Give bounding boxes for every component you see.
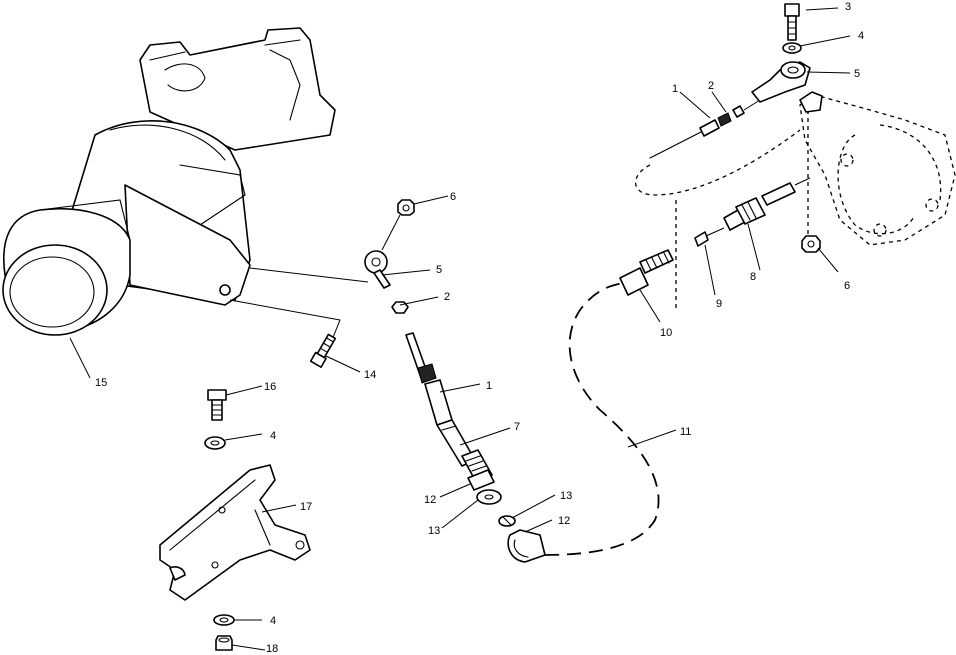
callout-1-top: 1 xyxy=(672,83,678,95)
bracket-part-17 xyxy=(159,464,311,601)
bushing-part-12-left xyxy=(467,469,495,491)
callout-18: 18 xyxy=(266,643,278,655)
rod-end-part-5-top xyxy=(751,61,811,103)
bolt-part-16 xyxy=(207,389,227,421)
callout-14: 14 xyxy=(364,369,376,381)
callout-3: 3 xyxy=(845,1,851,13)
washer-part-4-top xyxy=(782,42,802,54)
callout-15: 15 xyxy=(95,377,107,389)
washer-part-9 xyxy=(694,231,709,247)
housing-part-15 xyxy=(2,27,336,336)
callout-12-right: 12 xyxy=(558,515,570,527)
callout-4-bottom: 4 xyxy=(270,615,276,627)
callout-11: 11 xyxy=(680,426,691,438)
callout-10: 10 xyxy=(660,327,672,339)
callout-12-left: 12 xyxy=(424,494,436,506)
callout-17: 17 xyxy=(300,501,312,513)
callout-13-left: 13 xyxy=(428,525,440,537)
callout-16: 16 xyxy=(264,381,276,393)
callout-4-mid: 4 xyxy=(270,430,276,442)
cable-part-11 xyxy=(544,282,660,556)
jam-nut-part-2-left xyxy=(391,301,409,314)
washer-part-4-mid xyxy=(204,436,226,450)
adjuster-part-10 xyxy=(619,249,674,296)
callout-5-top: 5 xyxy=(854,68,860,80)
washer-part-4-bottom xyxy=(213,614,235,626)
cable-part-1-top xyxy=(649,112,732,159)
leader-lines xyxy=(69,7,851,651)
elbow-part-12-right xyxy=(507,529,546,563)
bolt-part-14 xyxy=(309,333,337,368)
callout-6-left: 6 xyxy=(450,191,456,203)
nut-part-18 xyxy=(215,635,233,651)
bolt-part-3 xyxy=(784,3,800,41)
callout-7: 7 xyxy=(514,421,520,433)
callout-8: 8 xyxy=(750,271,756,283)
cable-end-part-8 xyxy=(723,182,796,231)
washer-part-13-left xyxy=(476,489,502,505)
callout-4-top: 4 xyxy=(858,30,864,42)
callout-2-top: 2 xyxy=(708,80,714,92)
rod-end-part-5-left xyxy=(364,250,391,289)
nut-part-6-right xyxy=(801,235,821,253)
engine-housing-hidden xyxy=(799,94,956,246)
nut-part-6-left xyxy=(397,199,415,216)
callout-13-right: 13 xyxy=(560,490,572,502)
jam-nut-part-2-top xyxy=(732,105,745,118)
callout-2-left: 2 xyxy=(444,291,450,303)
cable-part-1-left xyxy=(405,332,453,426)
callout-5-left: 5 xyxy=(436,264,442,276)
callout-9: 9 xyxy=(716,298,722,310)
callout-6-right: 6 xyxy=(844,280,850,292)
callout-1-mid: 1 xyxy=(486,380,492,392)
washer-part-13-right xyxy=(498,515,516,527)
